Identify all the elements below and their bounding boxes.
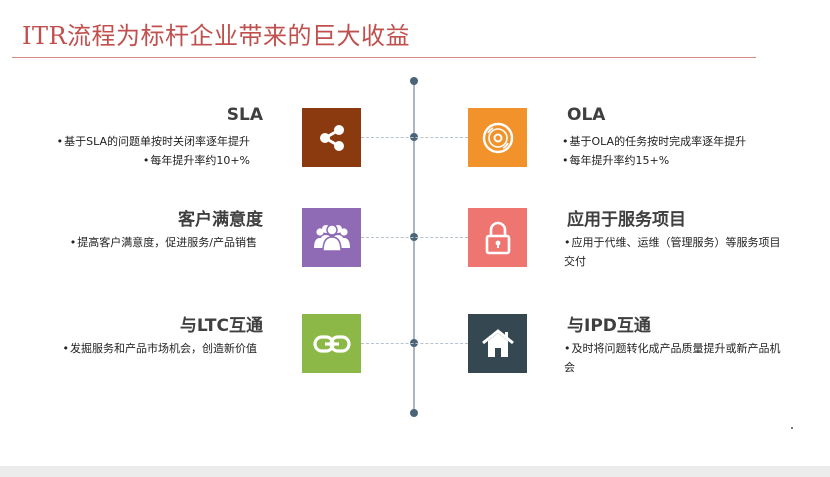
timeline-dot-top xyxy=(410,77,418,85)
service-project-heading: 应用于服务项目 xyxy=(567,210,686,230)
list-item: 基于OLA的任务按时完成率逐年提升 xyxy=(562,132,802,151)
list-item: 应用于代维、运维（管理服务）等服务项目交付 xyxy=(564,233,784,271)
corner-mark xyxy=(791,427,793,429)
ipd-bullets: 及时将问题转化成产品质量提升或新产品机会 xyxy=(564,339,784,377)
disc-icon xyxy=(482,122,513,153)
ltc-tile xyxy=(302,314,361,373)
connector-row1 xyxy=(361,137,468,138)
ltc-heading: 与LTC互通 xyxy=(179,316,263,336)
ipd-heading: 与IPD互通 xyxy=(567,316,651,336)
share-icon xyxy=(319,124,344,151)
connector-row3 xyxy=(361,343,468,344)
sla-tile xyxy=(302,108,361,167)
satisfaction-tile xyxy=(302,208,361,267)
service-project-tile xyxy=(468,208,527,267)
link-icon xyxy=(312,334,351,353)
list-item: 每年提升率约10+% xyxy=(20,151,250,170)
list-item: 发掘服务和产品市场机会，创造新价值 xyxy=(27,339,257,358)
ipd-tile xyxy=(468,314,527,373)
connector-row2 xyxy=(361,237,468,238)
page-title: ITR流程为标杆企业带来的巨大收益 xyxy=(22,22,411,50)
home-icon xyxy=(481,328,514,357)
satisfaction-heading: 客户满意度 xyxy=(178,210,263,230)
ltc-bullets: 发掘服务和产品市场机会，创造新价值 xyxy=(27,339,257,358)
ola-bullets: 基于OLA的任务按时完成率逐年提升 每年提升率约15+% xyxy=(562,132,802,170)
ola-tile xyxy=(468,108,527,167)
people-icon xyxy=(313,223,350,252)
title-divider xyxy=(12,57,756,58)
satisfaction-bullets: 提高客户满意度，促进服务/产品销售 xyxy=(27,233,257,252)
list-item: 提高客户满意度，促进服务/产品销售 xyxy=(27,233,257,252)
bottom-band xyxy=(0,466,830,477)
ola-heading: OLA xyxy=(567,105,606,125)
timeline-dot-bottom xyxy=(410,409,418,417)
lock-icon xyxy=(485,221,510,254)
sla-heading: SLA xyxy=(226,105,263,125)
timeline-line xyxy=(413,80,415,413)
sla-bullets: 基于SLA的问题单按时关闭率逐年提升 每年提升率约10+% xyxy=(20,132,250,170)
list-item: 基于SLA的问题单按时关闭率逐年提升 xyxy=(20,132,250,151)
service-project-bullets: 应用于代维、运维（管理服务）等服务项目交付 xyxy=(564,233,784,271)
list-item: 每年提升率约15+% xyxy=(562,151,802,170)
list-item: 及时将问题转化成产品质量提升或新产品机会 xyxy=(564,339,784,377)
